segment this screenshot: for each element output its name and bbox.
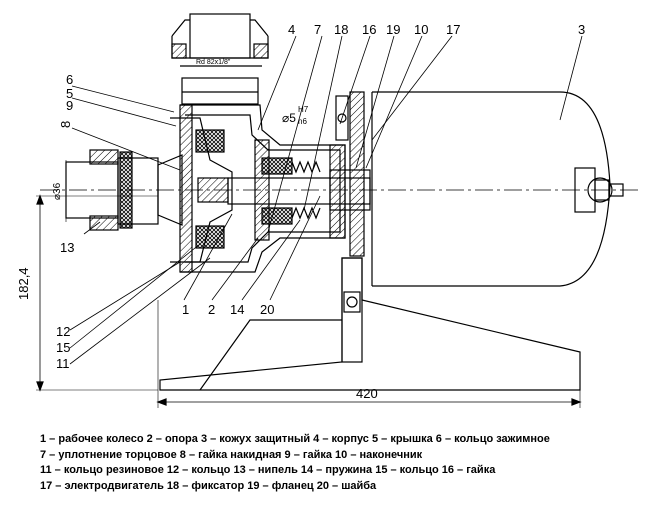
dimension-shaft-fit: ⌀5 bbox=[282, 111, 296, 125]
top-nipple bbox=[189, 13, 251, 59]
callout-18: 18 bbox=[334, 22, 348, 37]
legend-line: 1 – рабочее колесо 2 – опора 3 – кожух з… bbox=[40, 433, 550, 445]
cover-bolt bbox=[587, 177, 613, 203]
callout-5: 5 bbox=[66, 86, 73, 101]
impeller bbox=[170, 117, 233, 263]
spring bbox=[291, 160, 321, 220]
callout-12: 12 bbox=[56, 324, 70, 339]
legend-line: 17 – электродвигатель 18 – фиксатор 19 –… bbox=[40, 479, 377, 492]
callout-19: 19 bbox=[386, 22, 400, 37]
dimension-height: 182,4 bbox=[16, 267, 31, 300]
callout-2: 2 bbox=[208, 302, 215, 317]
stand bbox=[159, 257, 581, 391]
callout-1: 1 bbox=[182, 302, 189, 317]
callout-13: 13 bbox=[60, 240, 74, 255]
callout-7: 7 bbox=[314, 22, 321, 37]
callout-10: 10 bbox=[414, 22, 428, 37]
parts-legend: 1 – рабочее колесо 2 – опора 3 – кожух з… bbox=[40, 432, 640, 494]
callout-6: 6 bbox=[66, 72, 73, 87]
legend-line: 11 – кольцо резиновое 12 – кольцо 13 – н… bbox=[40, 464, 496, 476]
fit-lower: n6 bbox=[298, 117, 307, 126]
protective-cover bbox=[372, 91, 611, 287]
callout-4: 4 bbox=[288, 22, 295, 37]
callout-8: 8 bbox=[58, 121, 73, 128]
callout-20: 20 bbox=[260, 302, 274, 317]
dimension-thread: Rd 82x1/8" bbox=[196, 59, 231, 66]
face-seal bbox=[261, 157, 293, 175]
callout-14: 14 bbox=[230, 302, 244, 317]
dimension-pipe-diameter: ⌀36 bbox=[52, 182, 63, 200]
callout-9: 9 bbox=[66, 98, 73, 113]
motor-shaft bbox=[227, 177, 371, 205]
fit-upper: H7 bbox=[298, 105, 309, 114]
callout-16: 16 bbox=[362, 22, 376, 37]
legend-line: 7 – уплотнение торцовое 8 – гайка накидн… bbox=[40, 448, 423, 461]
dimension-length: 420 bbox=[356, 386, 378, 401]
callout-17: 17 bbox=[446, 22, 460, 37]
flange bbox=[349, 91, 365, 257]
callout-3: 3 bbox=[578, 22, 585, 37]
callout-15: 15 bbox=[56, 340, 70, 355]
callout-11: 11 bbox=[56, 356, 70, 371]
